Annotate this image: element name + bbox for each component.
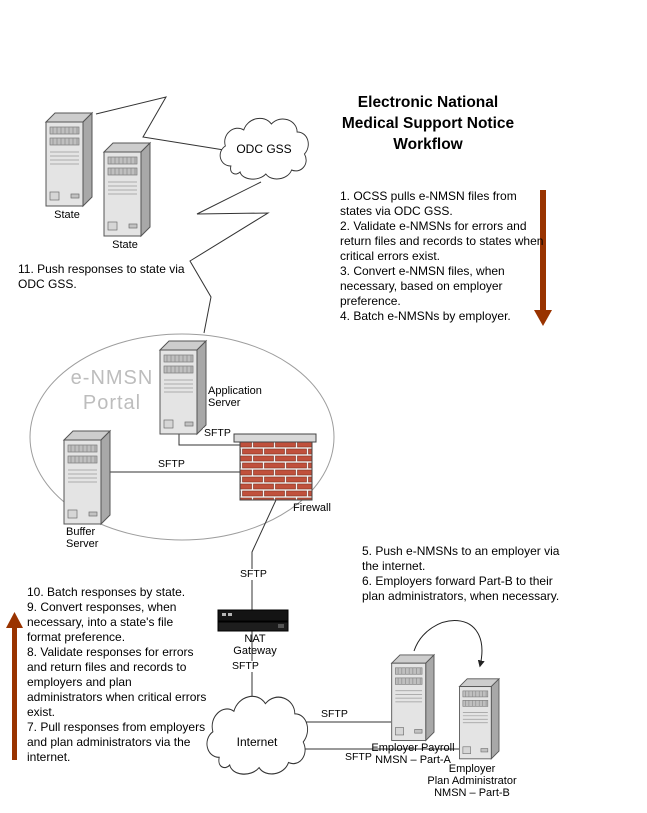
state-server-1-icon [45,112,93,207]
step-8: 8. Validate responses for errors and ret… [27,645,207,719]
step-3: 3. Convert e-NMSN files, when necessary,… [340,264,505,308]
state-server-2-icon [103,142,151,237]
buffer-server-label: Buffer Server [66,526,99,550]
sftp-label-app-firewall: SFTP [203,427,232,439]
step-1: 1. OCSS pulls e-NMSN files from states v… [340,189,517,218]
buffer-server-icon [63,430,111,525]
firewall-icon [233,433,317,501]
portal-label: e-NMSN Portal [70,367,154,414]
step-6: 6. Employers forward Part-B to their pla… [362,574,560,603]
sftp-label-internet-payroll: SFTP [320,708,349,720]
state-server-1-label: State [54,209,80,221]
step-9: 9. Convert responses, when necessary, in… [27,600,177,644]
step-11-block: 11. Push responses to state via ODC GSS. [18,262,196,292]
plan-administrator-server-icon [459,678,500,760]
step-10: 10. Batch responses by state. [27,585,186,599]
plan-administrator-label: Employer Plan Administrator NMSN – Part-… [427,763,517,799]
application-server-label: Application Server [208,385,262,409]
steps-5-6-block: 5. Push e-NMSNs to an employer via the i… [362,544,567,604]
connector-states-to-odc [95,96,225,151]
step-5: 5. Push e-NMSNs to an employer via the i… [362,544,560,573]
sftp-label-internet-planadmin: SFTP [344,751,373,763]
internet-label: Internet [236,735,278,749]
employer-payroll-label: Employer Payroll NMSN – Part-A [371,742,455,766]
nat-gateway-icon [217,609,289,632]
nat-gateway-label: NAT Gateway [233,633,277,657]
forward-partb-arrow [413,620,485,668]
page-title: Electronic National Medical Support Noti… [341,94,515,153]
sftp-label-nat-internet: SFTP [231,660,260,672]
sftp-label-buffer-firewall: SFTP [157,458,186,470]
steps-7-10-block: 10. Batch responses by state. 9. Convert… [27,585,210,765]
steps-1-4-block: 1. OCSS pulls e-NMSN files from states v… [340,189,545,324]
sftp-label-firewall-nat: SFTP [239,568,268,580]
connector-firewall-to-nat [251,499,277,610]
connector-appserver-to-firewall [178,432,240,446]
step-4: 4. Batch e-NMSNs by employer. [340,309,511,323]
flow-up-arrow-icon [6,612,23,760]
employer-payroll-server-icon [391,654,435,741]
odc-gss-label: ODC GSS [236,142,292,156]
step-2: 2. Validate e-NMSNs for errors and retur… [340,219,544,263]
flow-down-arrow-icon [534,190,552,326]
connector-odc-to-portal [189,181,270,334]
step-11: 11. Push responses to state via ODC GSS. [18,262,185,291]
firewall-label: Firewall [293,502,331,514]
step-7: 7. Pull responses from employers and pla… [27,720,206,764]
state-server-2-label: State [112,239,138,251]
connector-lines [95,96,270,334]
